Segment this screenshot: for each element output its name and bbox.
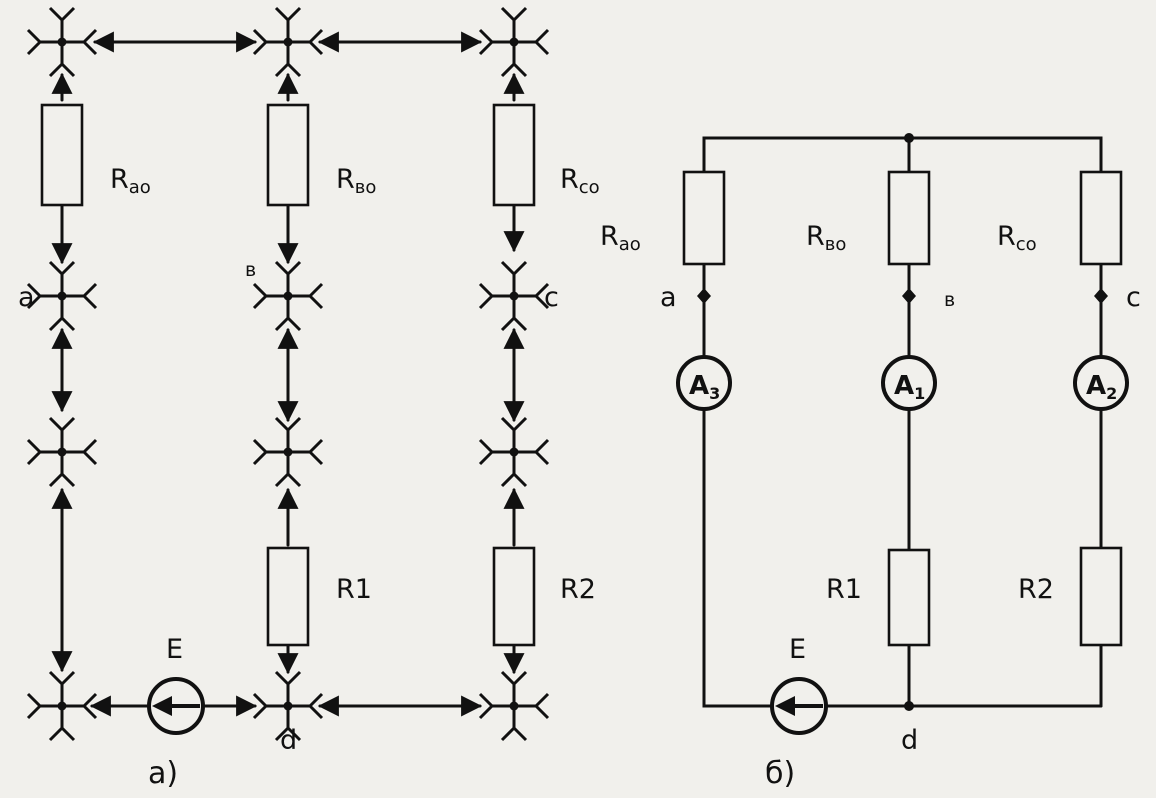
label-r1-a: R1 xyxy=(336,574,372,605)
terminal-connector-1-1 xyxy=(252,260,324,332)
label-rco-a: Rсо xyxy=(560,164,600,198)
terminal-symbols-a xyxy=(26,6,550,742)
node-c-label-a: c xyxy=(544,282,559,313)
resistor-r1-a xyxy=(266,546,310,647)
terminal-c xyxy=(1094,288,1108,304)
node-a-label-b: a xyxy=(660,282,677,313)
label-r1-b: R1 xyxy=(826,574,862,605)
source-label-b: E xyxy=(789,634,806,665)
label-rco-b: Rсо xyxy=(997,221,1037,255)
label-rao-a: Rао xyxy=(110,164,151,198)
terminal-connector-2-0 xyxy=(478,6,550,78)
node-b-label-a: в xyxy=(245,259,256,281)
node-d-label-a: d xyxy=(280,725,297,756)
terminal-connector-1-0 xyxy=(252,6,324,78)
terminal-connector-2-1 xyxy=(478,260,550,332)
resistor-rco-b xyxy=(1079,170,1123,266)
resistor-r2-b xyxy=(1079,546,1123,647)
terminal-connector-0-2 xyxy=(26,416,98,488)
source-label-a: E xyxy=(166,634,183,665)
resistor-rco-a xyxy=(492,103,536,207)
connection-wires-a xyxy=(51,31,525,717)
terminal-connector-1-2 xyxy=(252,416,324,488)
terminal-connector-1-3 xyxy=(252,670,324,742)
terminal-connector-2-3 xyxy=(478,670,550,742)
terminal-connector-0-1 xyxy=(26,260,98,332)
caption-b: б) xyxy=(765,756,795,791)
voltage-source-b xyxy=(770,677,828,735)
label-rbo-a: Rво xyxy=(336,164,376,198)
label-rbo-b: Rво xyxy=(806,221,846,255)
svg-text:A2: A2 xyxy=(1086,371,1117,403)
voltage-source-a xyxy=(147,677,205,735)
terminal-connector-2-2 xyxy=(478,416,550,488)
terminal-connector-0-0 xyxy=(26,6,98,78)
ammeter-a3: A3 xyxy=(676,355,732,411)
label-r2-b: R2 xyxy=(1018,574,1054,605)
svg-text:A1: A1 xyxy=(894,371,925,403)
terminal-a xyxy=(697,288,711,304)
node-b-label-b: в xyxy=(944,289,955,311)
schematic-diagram-b: A3 A1 A2 Rао Rво Rсо R1 R2 a в c d E б) xyxy=(600,133,1141,791)
svg-text:A3: A3 xyxy=(689,371,720,403)
junction-d xyxy=(904,701,914,711)
wires-b xyxy=(702,136,1103,708)
resistor-rbo-b xyxy=(887,170,931,266)
caption-a: а) xyxy=(148,756,178,791)
resistor-rao-b xyxy=(682,170,726,266)
node-c-label-b: c xyxy=(1126,282,1141,313)
ammeter-a1: A1 xyxy=(881,355,937,411)
wiring-diagram-a: Rао Rво Rсо R1 R2 a в c d E а) xyxy=(18,6,600,791)
node-a-label-a: a xyxy=(18,282,35,313)
resistor-r1-b xyxy=(887,548,931,647)
junction-top xyxy=(904,133,914,143)
terminal-connector-0-3 xyxy=(26,670,98,742)
node-d-label-b: d xyxy=(901,725,918,756)
resistor-rbo-a xyxy=(266,103,310,207)
resistor-rao-a xyxy=(40,103,84,207)
terminal-b xyxy=(902,288,916,304)
label-rao-b: Rао xyxy=(600,221,641,255)
label-r2-a: R2 xyxy=(560,574,596,605)
ammeter-a2: A2 xyxy=(1073,355,1129,411)
resistor-r2-a xyxy=(492,546,536,647)
